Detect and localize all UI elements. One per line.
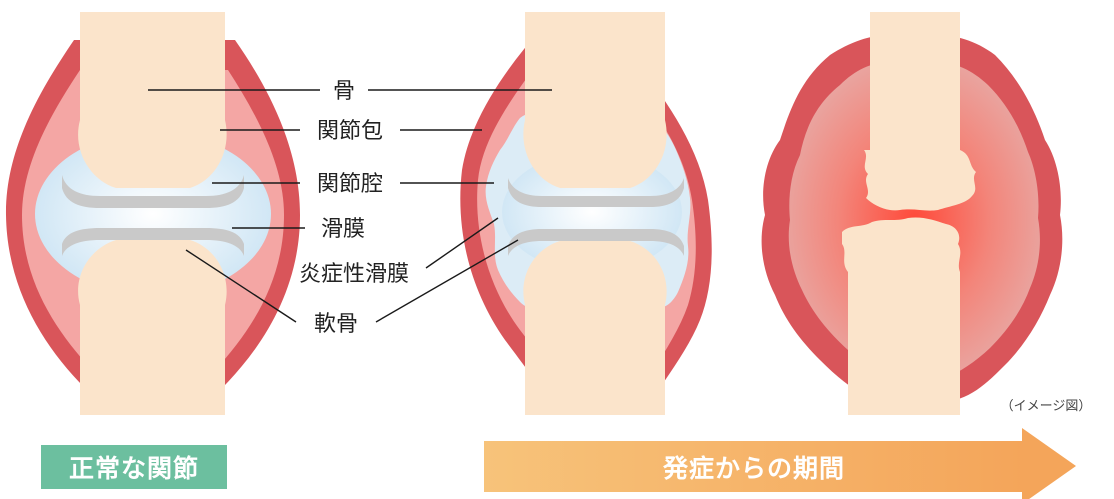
period-since-onset-banner: 発症からの期間 — [484, 441, 1024, 492]
image-note: （イメージ図） — [1001, 399, 1092, 414]
normal-joint-banner: 正常な関節 — [41, 445, 227, 489]
label-joint-capsule: 関節包 — [317, 119, 383, 144]
lower-bone — [523, 241, 666, 415]
arrow-right-icon — [1022, 428, 1076, 499]
upper-bone-eroded — [864, 12, 976, 211]
label-bone: 骨 — [333, 79, 355, 104]
upper-bone — [523, 12, 666, 188]
label-joint-cavity: 関節腔 — [317, 172, 383, 197]
lower-bone-eroded — [842, 217, 960, 415]
inflamed-joint — [460, 12, 711, 415]
label-cartilage: 軟骨 — [314, 312, 358, 337]
label-inflamed-synovium: 炎症性滑膜 — [299, 262, 409, 287]
destroyed-joint — [762, 12, 1063, 415]
lower-bone — [78, 240, 227, 415]
upper-bone — [78, 12, 227, 188]
label-synovium: 滑膜 — [321, 217, 365, 242]
normal-joint — [6, 12, 300, 415]
